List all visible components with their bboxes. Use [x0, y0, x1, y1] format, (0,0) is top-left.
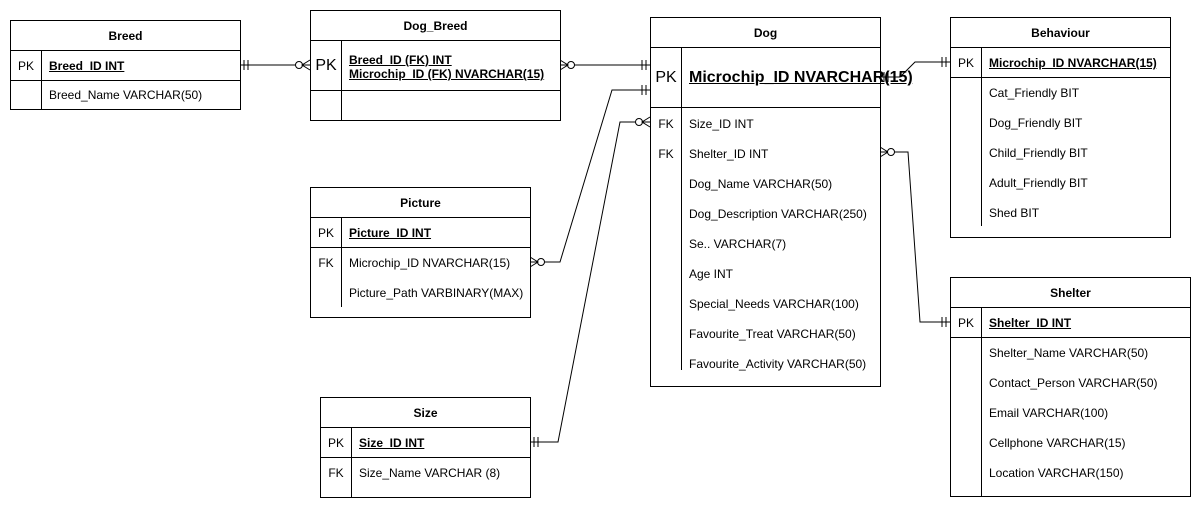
size-fields-section: FK Size_Name VARCHAR (8) [321, 458, 530, 497]
key-label: PK [957, 316, 974, 330]
one-mark-shelter [941, 317, 947, 327]
shelter-id-field: Shelter_ID INT [989, 316, 1072, 330]
dog-breed-table[interactable]: Dog_Breed PK Breed_ID (FK) INT Microchip… [310, 10, 561, 121]
key-label: FK [328, 466, 344, 480]
contact-person-field: Contact_Person VARCHAR(50) [989, 376, 1158, 390]
shelter-name-field: Shelter_Name VARCHAR(50) [989, 346, 1149, 360]
behaviour-title: Behaviour [951, 18, 1170, 48]
dog-breed-fields-section [311, 91, 560, 120]
dog-breed-title: Dog_Breed [311, 11, 560, 41]
picture-title: Picture [311, 188, 530, 218]
dog-shelter-id-field: Shelter_ID INT [689, 147, 769, 161]
location-field: Location VARCHAR(150) [989, 466, 1124, 480]
dog-friendly-field: Dog_Friendly BIT [989, 116, 1083, 130]
dog-name-field: Dog_Name VARCHAR(50) [689, 177, 833, 191]
dog-description-field: Dog_Description VARCHAR(250) [689, 207, 867, 221]
breed-pk-section: PK Breed_ID INT [11, 51, 240, 81]
size-pk-section: PK Size_ID INT [321, 428, 530, 458]
dog-microchip-id-field: Microchip_ID NVARCHAR(15) [689, 69, 913, 86]
behaviour-pk-section: PK Microchip_ID NVARCHAR(15) [951, 48, 1170, 78]
shelter-title: Shelter [951, 278, 1190, 308]
breed-id-field: Breed_ID INT [49, 59, 125, 73]
picture-fields-section: FK Microchip_ID NVARCHAR(15) Picture_Path… [311, 248, 530, 317]
behaviour-table[interactable]: Behaviour PK Microchip_ID NVARCHAR(15) C… [950, 17, 1171, 238]
cat-friendly-field: Cat_Friendly BIT [989, 86, 1080, 100]
breed-name-field: Breed_Name VARCHAR(50) [49, 88, 203, 102]
size-id-field: Size_ID INT [359, 436, 425, 450]
size-title: Size [321, 398, 530, 428]
dog-age-field: Age INT [689, 267, 734, 281]
key-label: PK [957, 56, 974, 70]
dog-title: Dog [651, 18, 880, 48]
crow-foot-dogbreed [301, 59, 311, 71]
picture-microchip-id-field: Microchip_ID NVARCHAR(15) [349, 256, 511, 270]
dog-favourite-treat-field: Favourite_Treat VARCHAR(50) [689, 327, 856, 341]
crow-foot-picture [529, 256, 539, 268]
key-label: FK [658, 117, 674, 131]
crow-foot-dog-size [641, 116, 651, 128]
dog-special-needs-field: Special_Needs VARCHAR(100) [689, 297, 859, 311]
picture-path-field: Picture_Path VARBINARY(MAX) [349, 286, 524, 300]
size-table[interactable]: Size PK Size_ID INT FK Size_Name VARCHAR … [320, 397, 531, 498]
dog-fields-section: FK Size_ID INT FK Shelter_ID INT Dog_Name … [651, 108, 880, 378]
adult-friendly-field: Adult_Friendly BIT [989, 176, 1088, 190]
cellphone-field: Cellphone VARCHAR(15) [989, 436, 1126, 450]
one-mark-size [533, 437, 539, 447]
rel-size-dog [530, 121, 650, 443]
key-label: PK [17, 59, 34, 73]
dog-favourite-activity-field: Favourite_Activity VARCHAR(50) [689, 357, 867, 371]
dog-size-id-field: Size_ID INT [689, 117, 754, 131]
breed-table[interactable]: Breed PK Breed_ID INT Breed_Name VARCHAR… [10, 20, 241, 110]
breed-fields-section: Breed_Name VARCHAR(50) [11, 81, 240, 109]
shelter-table[interactable]: Shelter PK Shelter_ID INT Shelter_Name V… [950, 277, 1191, 497]
crow-foot-dogbreed-right [559, 59, 569, 71]
email-field: Email VARCHAR(100) [989, 406, 1109, 420]
shelter-fields-section: Shelter_Name VARCHAR(50) Contact_Person … [951, 338, 1190, 496]
picture-id-field: Picture_ID INT [349, 226, 432, 240]
dog-breed-pk-line2: Microchip_ID (FK) NVARCHAR(15) [349, 67, 545, 81]
rel-dog-shelter [880, 151, 950, 323]
rel-dog-behaviour [880, 61, 950, 78]
behaviour-fields-section: Cat_Friendly BIT Dog_Friendly BIT Child_… [951, 78, 1170, 236]
zero-mark-dog-shelter [887, 148, 895, 156]
one-mark-dog-left [641, 60, 647, 70]
dog-breed-pk-section: PK Breed_ID (FK) INT Microchip_ID (FK) N… [311, 41, 560, 91]
picture-pk-section: PK Picture_ID INT [311, 218, 530, 248]
child-friendly-field: Child_Friendly BIT [989, 146, 1088, 160]
size-name-field: Size_Name VARCHAR (8) [359, 466, 501, 480]
one-mark-breed [243, 60, 249, 70]
shed-field: Shed BIT [989, 206, 1040, 220]
shelter-pk-section: PK Shelter_ID INT [951, 308, 1190, 338]
picture-table[interactable]: Picture PK Picture_ID INT FK Microchip_ID… [310, 187, 531, 318]
key-label: FK [318, 256, 334, 270]
key-label: PK [317, 226, 334, 240]
behaviour-microchip-id-field: Microchip_ID NVARCHAR(15) [989, 56, 1157, 70]
dog-breed-pk-line1: Breed_ID (FK) INT [349, 53, 452, 67]
breed-title: Breed [11, 21, 240, 51]
dog-pk-section: PK Microchip_ID NVARCHAR(15) [651, 48, 913, 108]
key-label: FK [658, 147, 674, 161]
dog-sex-field: Se.. VARCHAR(7) [689, 237, 787, 251]
key-label: PK [655, 69, 677, 86]
one-mark-behaviour [941, 57, 947, 67]
key-label: PK [315, 57, 337, 74]
dog-table[interactable]: Dog PK Microchip_ID NVARCHAR(15) FK Size_… [650, 17, 913, 387]
key-label: PK [327, 436, 344, 450]
one-mark-dog-picture [641, 85, 647, 95]
one-mark-dog-right [883, 72, 889, 82]
